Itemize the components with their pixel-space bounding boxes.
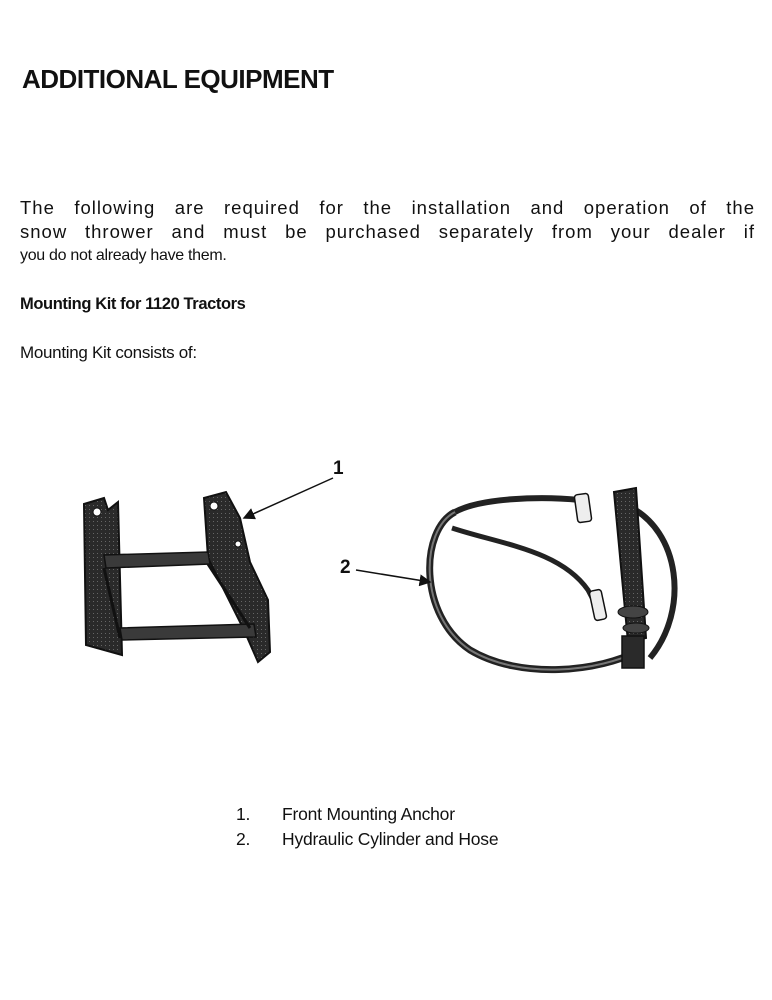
front-mounting-anchor-drawing	[82, 490, 272, 664]
part-number: 1.	[236, 804, 251, 824]
list-item: 1. Front Mounting Anchor	[236, 802, 498, 827]
kit-subheading: Mounting Kit for 1120 Tractors	[20, 295, 246, 313]
requirements-paragraph: The following are required for the insta…	[20, 196, 755, 268]
paragraph-line-3: you do not already have them.	[20, 247, 227, 264]
callout-1-leader	[242, 477, 334, 520]
page-title: ADDITIONAL EQUIPMENT	[22, 64, 334, 94]
paragraph-line-1: The following are required for the insta…	[20, 197, 755, 218]
callout-1: 1	[333, 458, 344, 479]
paragraph-line-2: snow thrower and must be purchased separ…	[20, 221, 755, 242]
part-name: Hydraulic Cylinder and Hose	[282, 829, 499, 849]
callout-2: 2	[340, 557, 351, 578]
part-number: 2.	[236, 829, 251, 849]
kit-intro: Mounting Kit consists of:	[20, 343, 197, 362]
part-name: Front Mounting Anchor	[282, 804, 455, 824]
list-item: 2. Hydraulic Cylinder and Hose	[236, 827, 499, 852]
parts-illustration-svg: 1 2	[82, 458, 678, 674]
parts-illustration: 1 2	[0, 440, 772, 700]
hydraulic-cylinder-hose-drawing	[426, 486, 678, 674]
callout-2-leader	[355, 569, 432, 587]
parts-list: 1. Front Mounting Anchor 2. Hydraulic Cy…	[236, 802, 499, 852]
